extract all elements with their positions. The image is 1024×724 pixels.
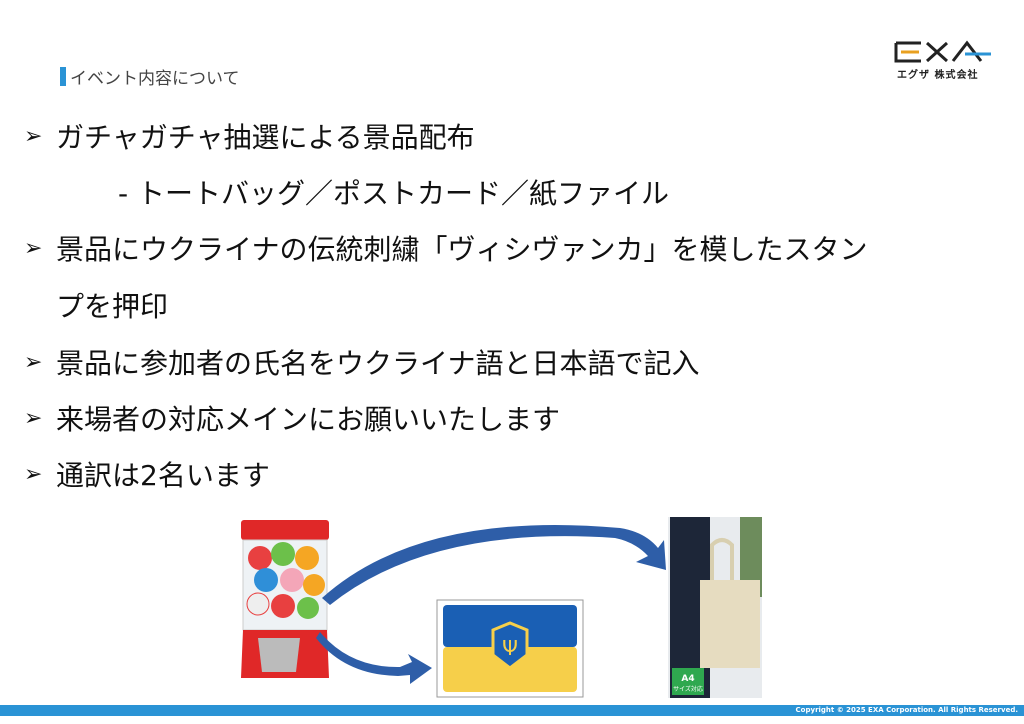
arrow-bullet-icon: ➢ (24, 235, 43, 261)
header-accent-bar (60, 67, 66, 86)
a4-badge-subtext: サイズ対応 (673, 685, 703, 693)
curved-arrow-to-postcard (316, 632, 432, 684)
bullet-text: 景品に参加者の氏名をウクライナ語と日本語で記入 (56, 347, 700, 380)
bullet-text: - トートバッグ／ポストカード／紙ファイル (118, 177, 670, 210)
copyright-text: Copyright © 2025 EXA Corporation. All Ri… (795, 706, 1018, 714)
company-logo (894, 40, 991, 63)
curved-arrow-to-bag (322, 524, 666, 605)
bullet-continuation: プを押印 (56, 285, 168, 325)
section-header: イベント内容について (60, 64, 240, 89)
bullet-item: ➢ 景品にウクライナの伝統刺繍「ヴィシヴァンカ」を模したスタン (24, 228, 867, 268)
bullet-text: ガチャガチャ抽選による景品配布 (56, 121, 475, 154)
svg-text:Ψ: Ψ (502, 636, 518, 660)
bullet-text: 通訳は2名います (56, 459, 270, 492)
arrow-bullet-icon: ➢ (24, 349, 43, 375)
arrow-bullet-icon: ➢ (24, 461, 43, 487)
bullet-item: ➢ 景品に参加者の氏名をウクライナ語と日本語で記入 (24, 342, 699, 382)
arrow-bullet-icon: ➢ (24, 123, 43, 149)
bullet-text: 景品にウクライナの伝統刺繍「ヴィシヴァンカ」を模したスタン (56, 233, 868, 266)
bullet-item: ➢ 通訳は2名います (24, 454, 270, 494)
bullet-item: ➢ ガチャガチャ抽選による景品配布 (24, 116, 475, 156)
footer-bar: Copyright © 2025 EXA Corporation. All Ri… (0, 705, 1024, 716)
arrow-bullet-icon: ➢ (24, 405, 43, 431)
bullet-text: プを押印 (56, 290, 169, 323)
a4-badge-text: A4 (681, 674, 694, 684)
tote-bag-photo: A4 サイズ対応 (668, 517, 762, 698)
section-title: イベント内容について (70, 69, 240, 89)
bullet-text: 来場者の対応メインにお願いいたします (56, 403, 561, 436)
gacha-machine-image (241, 520, 329, 678)
bullet-item: ➢ 来場者の対応メインにお願いいたします (24, 398, 560, 438)
ukraine-flag-postcard-image: Ψ (436, 599, 584, 698)
company-logo-subtitle: エグザ 株式会社 (897, 70, 979, 81)
bullet-sub-item: - トートバッグ／ポストカード／紙ファイル (118, 172, 669, 212)
